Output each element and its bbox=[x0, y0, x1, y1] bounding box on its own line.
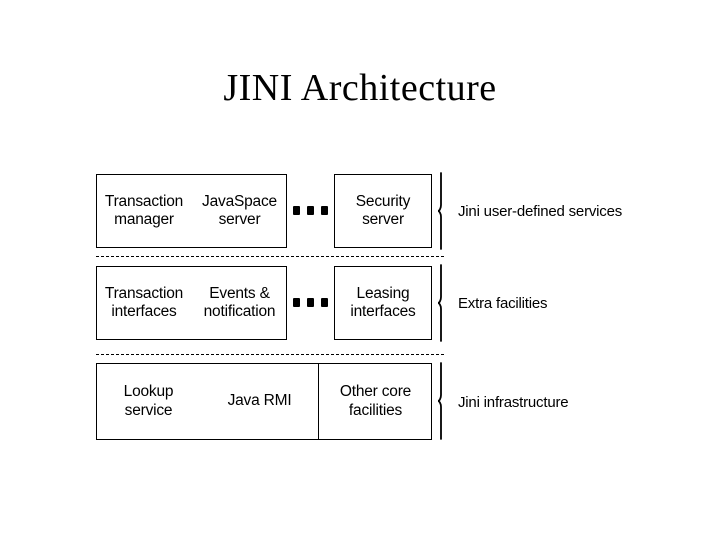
tier1-cell-security-server-line2: server bbox=[362, 211, 404, 228]
tier3-cell-lookup-service-line1: Lookup bbox=[123, 383, 174, 401]
tier2-cell-events-notification: Events & notification bbox=[192, 266, 287, 340]
tier1-cell-javaspace-server: JavaSpace server bbox=[192, 174, 287, 248]
tier2-ellipsis-icon bbox=[293, 298, 328, 307]
tier1-cell-javaspace-server-line1: JavaSpace bbox=[202, 192, 277, 210]
tier3-cell-other-core-facilities-line1: Other core bbox=[339, 383, 412, 401]
tier1-cell-security-server: Security server bbox=[334, 174, 432, 248]
tier2-cell-transaction-interfaces-line2: interfaces bbox=[111, 303, 177, 320]
tier2-cell-leasing-interfaces-line1: Leasing bbox=[356, 284, 410, 302]
tier1-brace-icon bbox=[437, 171, 455, 251]
tier1-cell-security-server-line1: Security bbox=[355, 192, 411, 210]
tier3-vertical-divider bbox=[318, 363, 319, 440]
tier3-cell-lookup-service: Lookup service bbox=[96, 363, 201, 440]
tier3-cell-java-rmi-line1: Java RMI bbox=[227, 392, 292, 410]
tier3-box bbox=[96, 363, 432, 440]
tier3-cell-lookup-service-line2: service bbox=[124, 401, 173, 419]
tier3-cell-java-rmi: Java RMI bbox=[201, 363, 318, 440]
tier3-cell-other-core-facilities-line2: facilities bbox=[348, 401, 403, 419]
tier2-cell-transaction-interfaces: Transaction interfaces bbox=[96, 266, 192, 340]
tier3-right-label: Jini infrastructure bbox=[458, 394, 569, 411]
tier1-right-box bbox=[334, 174, 432, 248]
tier1-right-label: Jini user-defined services bbox=[458, 203, 623, 220]
tier2-cell-leasing-interfaces: Leasing interfaces bbox=[334, 266, 432, 340]
tier1-cell-javaspace-server-line2: server bbox=[218, 211, 261, 228]
tier1-left-box bbox=[96, 174, 287, 248]
tier2-cell-leasing-interfaces-line2: interfaces bbox=[350, 303, 416, 320]
tier2-left-box bbox=[96, 266, 287, 340]
tier1-cell-transaction-manager: Transaction manager bbox=[96, 174, 192, 248]
tier3-brace-icon bbox=[437, 361, 455, 441]
tier1-ellipsis-icon bbox=[293, 206, 328, 215]
tier2-cell-transaction-interfaces-line1: Transaction bbox=[104, 284, 184, 302]
tier2-cell-events-notification-line2: notification bbox=[203, 303, 276, 320]
tier2-cell-events-notification-line1: Events & bbox=[209, 284, 270, 302]
tier3-cell-other-core-facilities: Other core facilities bbox=[319, 363, 432, 440]
tier2-tier3-separator bbox=[96, 354, 444, 355]
tier1-tier2-separator bbox=[96, 256, 444, 257]
tier1-cell-transaction-manager-line2: manager bbox=[114, 211, 174, 228]
tier2-brace-icon bbox=[437, 263, 455, 343]
page-title: JINI Architecture bbox=[223, 67, 497, 109]
tier2-right-box bbox=[334, 266, 432, 340]
tier1-cell-transaction-manager-line1: Transaction bbox=[104, 192, 184, 210]
tier2-right-label: Extra facilities bbox=[458, 295, 548, 312]
